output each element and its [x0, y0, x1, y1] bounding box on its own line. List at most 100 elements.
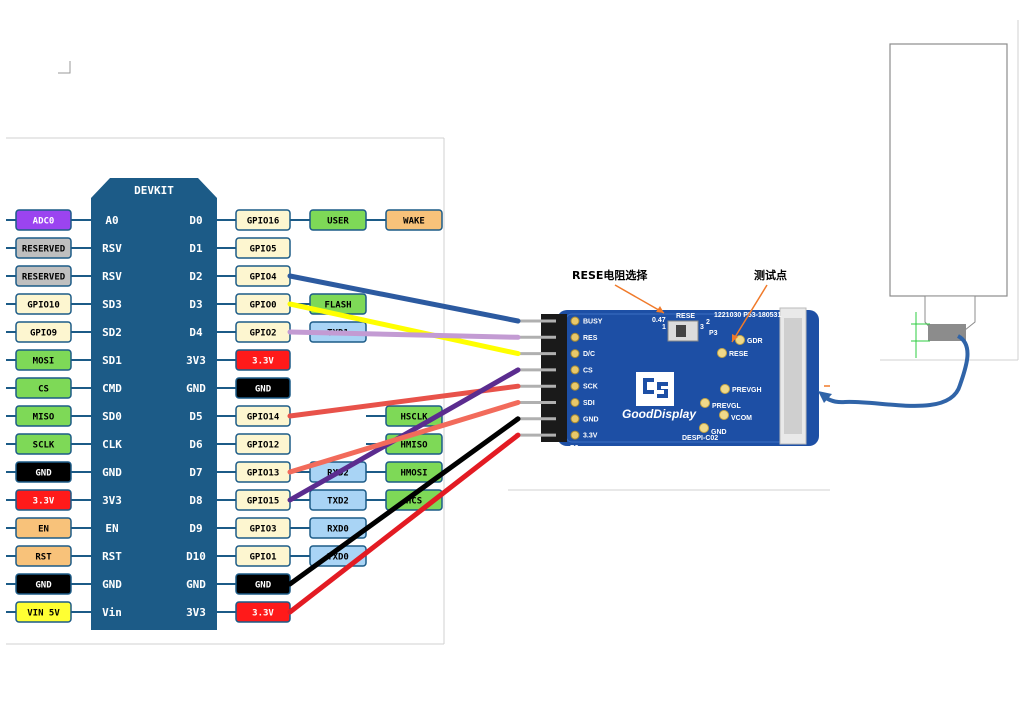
gpio-label: GND — [255, 385, 272, 395]
left-pin-label: GND — [35, 469, 52, 479]
testpoint-gdr-label: GDR — [747, 338, 763, 345]
left-pin-label-box — [15, 517, 72, 539]
right-pin-name: D2 — [189, 270, 202, 283]
display-fpc-connector — [928, 324, 966, 341]
left-pin-label: ADC0 — [33, 217, 55, 227]
right-pin-name: D7 — [189, 466, 202, 479]
testpoint-gdr — [735, 335, 745, 345]
pin-header — [541, 314, 567, 442]
gpio-label: GPIO2 — [249, 329, 276, 339]
board-pad — [570, 349, 580, 359]
board-pad — [570, 414, 580, 424]
board-pad — [570, 381, 580, 391]
board-pin-label: GND — [583, 416, 599, 423]
gpio-label: GPIO4 — [249, 273, 277, 283]
left-pin-label: EN — [38, 525, 49, 535]
function-label: HMISO — [400, 441, 428, 451]
right-pin-name: D5 — [189, 410, 202, 423]
left-pin-label: CS — [38, 385, 49, 395]
gpio-label: GPIO16 — [247, 217, 280, 227]
left-pin-label: GND — [35, 581, 52, 591]
left-pin-label-box — [15, 601, 72, 623]
left-pin-name: SD1 — [102, 354, 122, 367]
wire-33v — [287, 432, 521, 615]
left-pin-name: A0 — [105, 214, 118, 227]
testpoint-rese-label: RESE — [729, 351, 748, 358]
right-pin-name: D4 — [189, 326, 203, 339]
right-pin-name: D6 — [189, 438, 203, 451]
corner-mark — [58, 61, 71, 74]
left-pin-label-box — [15, 265, 72, 287]
left-pin-name: SD3 — [102, 298, 122, 311]
left-pin-name: CLK — [102, 438, 122, 451]
right-pin-name: 3V3 — [186, 354, 206, 367]
board-model: DESPI-C02 — [682, 435, 718, 442]
right-pin-name: D3 — [189, 298, 202, 311]
annotation-rese-resistor: RESE电阻选择 — [572, 268, 648, 282]
wire-busy — [287, 273, 521, 324]
annotation-test-points: 测试点 — [754, 268, 787, 282]
left-pin-label: MOSI — [33, 357, 55, 367]
right-pin-name: D9 — [189, 522, 202, 535]
p3-label: P3 — [709, 330, 718, 337]
resistor-value: 0.47 — [652, 317, 666, 324]
function-label: HSCLK — [400, 413, 428, 423]
function-label: HCS — [406, 497, 422, 507]
left-pin-label: 3.3V — [33, 497, 55, 507]
rese-switch-knob[interactable] — [676, 325, 686, 337]
board-pad — [570, 332, 580, 342]
devkit-body — [91, 178, 217, 630]
wire-res — [287, 329, 521, 340]
left-pin-label-box — [15, 489, 72, 511]
board-pad — [570, 430, 580, 440]
left-pin-label: SCLK — [33, 441, 55, 451]
testpoint-vcom-label: VCOM — [731, 415, 752, 422]
left-pin-label-box — [15, 461, 72, 483]
fpc-ribbon-cable — [820, 334, 970, 408]
function-label: TXD0 — [327, 553, 349, 563]
left-pin-name: CMD — [102, 382, 122, 395]
left-pin-name: RST — [102, 550, 122, 563]
gpio-label: GPIO13 — [247, 469, 280, 479]
left-pin-label-box — [15, 405, 72, 427]
p1-label: P1 — [792, 446, 801, 453]
left-pin-label: RESERVED — [22, 273, 66, 283]
right-pin-name: D1 — [189, 242, 203, 255]
wire-group — [287, 273, 521, 615]
left-pin-label: GPIO10 — [27, 301, 60, 311]
gpio-label-box — [235, 377, 291, 399]
gpio-label: GPIO14 — [247, 413, 280, 423]
board-pad — [570, 398, 580, 407]
gooddisplay-logo — [636, 372, 674, 406]
left-pin-label: MISO — [33, 413, 55, 423]
gpio-label: 3.3V — [252, 357, 274, 367]
testpoint-prevgl — [700, 398, 710, 408]
left-pin-name: 3V3 — [102, 494, 122, 507]
switch-pos-3: 3 — [700, 324, 704, 331]
wire-dc — [287, 301, 521, 357]
gpio-label-box — [235, 237, 291, 259]
function-label: TXD2 — [327, 497, 349, 507]
board-pad — [570, 365, 580, 375]
function-label-box — [385, 209, 443, 231]
right-pin-name: 3V3 — [186, 606, 206, 619]
testpoint-prevgh-label: PREVGH — [732, 387, 762, 394]
left-pin-name: EN — [105, 522, 118, 535]
testpoint-gnd-label: GND — [711, 429, 727, 436]
annotation-rese-arrowhead — [656, 306, 664, 313]
gpio-label: GPIO0 — [249, 301, 276, 311]
left-pin-label-box — [15, 293, 72, 315]
devkit-title: DEVKIT — [134, 184, 174, 197]
left-pin-name: SD0 — [102, 410, 122, 423]
gpio-label-box — [235, 349, 291, 371]
function-label: FLASH — [324, 301, 351, 311]
function-label: RXD0 — [327, 525, 349, 535]
right-pin-name: GND — [186, 382, 206, 395]
annotation-testpoint-arrowhead — [732, 334, 738, 342]
left-pin-label-box — [15, 433, 72, 455]
left-pin-name: SD2 — [102, 326, 122, 339]
function-label: HMOSI — [400, 469, 427, 479]
